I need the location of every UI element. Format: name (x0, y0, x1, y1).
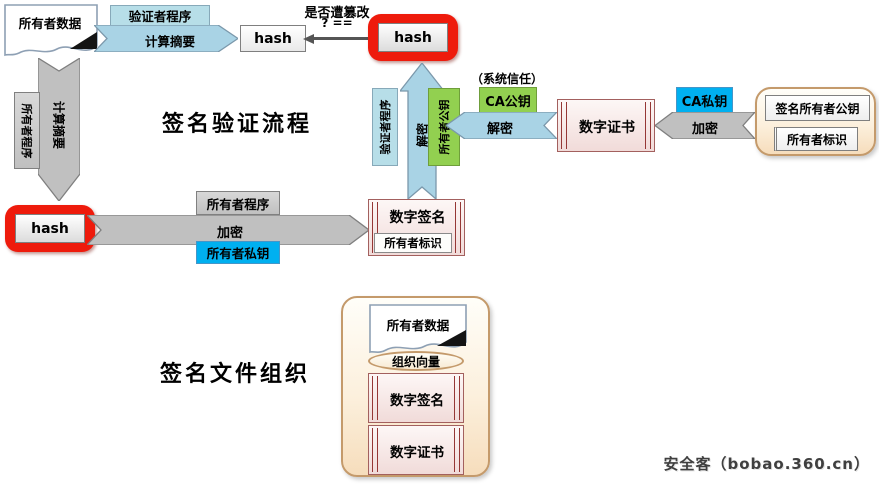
compute-digest-arrow (94, 25, 238, 52)
owner-digest-arrow-text-wrap: 计算摘要 (38, 70, 80, 180)
owner-private-key-label: 所有者私钥 (196, 241, 280, 264)
cert-content-container: 签名所有者公钥 所有者标识 (755, 87, 876, 156)
owner-data-document-shape (4, 4, 98, 57)
cert-lines-right-icon (454, 376, 460, 420)
digital-certificate-label: 数字证书 (579, 119, 635, 136)
document-fold-icon (70, 32, 97, 49)
system-trust-label: （系统信任） (470, 72, 543, 86)
org-vector-ellipse: 组织向量 (368, 351, 464, 371)
owner-digest-down-arrow (38, 58, 80, 201)
digital-certificate-box: 数字证书 (557, 99, 655, 152)
verify-flow-title: 签名验证流程 (162, 112, 313, 137)
compare-arrow-line (312, 37, 369, 40)
owner-program-vertical-box: 所有者程序 (14, 92, 40, 169)
hash-decrypted-highlight: hash (368, 14, 458, 61)
watermark-text: 安全客（bobao.360.cn） (663, 455, 870, 473)
cert-lines-left-icon (372, 376, 378, 420)
sign-encrypt-arrow (87, 215, 369, 245)
cert-lines-right-icon (454, 428, 460, 472)
ca-encrypt-arrow (655, 112, 755, 139)
sign-encrypt-label: 加密 (216, 226, 243, 241)
digital-signature-label: 数字签名 (389, 210, 446, 226)
compare-operator-label: ? == (321, 16, 353, 30)
verifier-program-label: 验证者程序 (110, 5, 210, 26)
org-digital-signature-label: 数字签名 (390, 393, 444, 409)
org-owner-data-document-shape (369, 304, 467, 354)
verifier-program-vertical-box: 验证者程序 (372, 88, 398, 166)
signature-owner-id-box: 所有者标识 (374, 233, 452, 253)
cert-lines-left-icon (561, 102, 567, 149)
owner-id-box: 所有者标识 (774, 127, 858, 151)
hash-original-highlight: hash (5, 205, 95, 252)
tamper-question-label: 是否遭篡改 (304, 6, 370, 21)
compare-arrow-head-icon (303, 33, 314, 44)
sign-owner-public-key-box: 签名所有者公钥 (765, 95, 870, 121)
compute-digest-label: 计算摘要 (144, 34, 195, 49)
ca-private-key-label: CA私钥 (676, 87, 733, 113)
verifier-program-vertical-label: 验证者程序 (379, 99, 392, 155)
hash-decrypted-box: hash (378, 23, 448, 52)
org-owner-data-label: 所有者数据 (386, 317, 450, 333)
cert-lines-left-icon (372, 202, 378, 253)
org-digital-signature-box: 数字签名 (368, 373, 464, 423)
cert-lines-left-icon (372, 428, 378, 472)
cert-lines-right-icon (455, 202, 461, 253)
owner-digest-label: 计算摘要 (51, 100, 66, 150)
org-digital-certificate-box: 数字证书 (368, 425, 464, 475)
cert-lines-right-icon (645, 102, 651, 149)
signed-file-container: 所有者数据 组织向量 数字签名 数字证书 (341, 296, 490, 477)
org-digital-certificate-label: 数字证书 (390, 445, 444, 461)
owner-program-label: 所有者程序 (196, 191, 280, 215)
owner-program-vertical-label: 所有者程序 (20, 103, 33, 158)
hash-computed-box: hash (240, 25, 306, 52)
ca-decrypt-arrow (446, 112, 557, 139)
file-org-title: 签名文件组织 (160, 362, 311, 387)
document-fold-icon (437, 330, 466, 346)
ca-decrypt-label: 解密 (486, 122, 513, 137)
digital-signature-box: 数字签名 所有者标识 (368, 199, 465, 256)
ca-encrypt-label: 加密 (691, 122, 718, 137)
owner-data-label: 所有者数据 (18, 15, 82, 31)
hash-original-box: hash (15, 214, 85, 243)
ca-public-key-label: CA公钥 (479, 87, 537, 113)
